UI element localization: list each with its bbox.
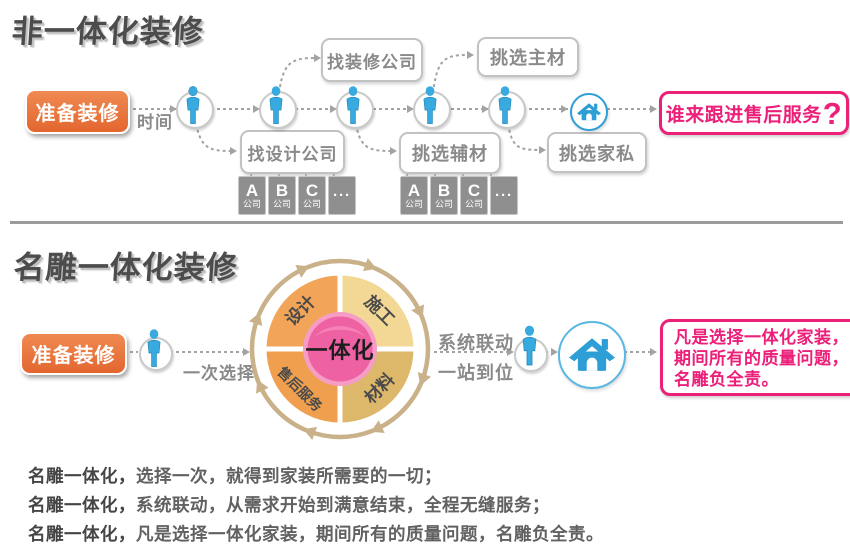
promise-line-1: 凡是选择一体化家装， — [674, 328, 849, 347]
company-letter: B — [275, 181, 289, 200]
slogan-lead: 名雕一体化， — [28, 466, 136, 486]
wheel-center — [307, 316, 373, 382]
person-icon — [522, 325, 537, 366]
time-label: 时间 — [137, 113, 173, 132]
start-box-top: 准备装修 — [25, 89, 130, 134]
slogan-line: 名雕一体化，选择一次，就得到家装所需要的一切； — [28, 462, 604, 491]
house-node — [570, 93, 608, 131]
question-mark: ? — [822, 95, 843, 131]
integration-wheel: 设计 施工 售后服务 材料 一体化 — [249, 258, 431, 440]
company-card-b: B 公司 — [430, 176, 458, 215]
person-icon — [269, 86, 283, 124]
promise-line-2: 期间所有的质量问题， — [674, 349, 849, 368]
wheel-outer-ring — [249, 258, 431, 440]
slogan-rest: 选择一次，就得到家装所需要的一切； — [136, 466, 442, 486]
slogan-lead: 名雕一体化， — [28, 495, 136, 515]
company-letter: C — [305, 181, 319, 200]
flow-box-find-decor-company: 找装修公司 — [321, 38, 423, 82]
company-suffix: 公司 — [434, 199, 453, 209]
start-box-top-label: 准备装修 — [35, 103, 120, 125]
company-suffix: 公司 — [242, 199, 261, 209]
person-icon — [423, 86, 437, 124]
company-card-c: C 公司 — [298, 176, 326, 215]
company-suffix: 公司 — [464, 199, 483, 209]
house-icon — [577, 103, 601, 121]
section-divider — [10, 221, 843, 224]
start-box-bottom: 准备装修 — [20, 332, 127, 375]
flow-box-pick-main-materials: 挑选主材 — [477, 37, 579, 77]
company-card-b: B 公司 — [268, 176, 296, 215]
company-card-a: A 公司 — [400, 176, 428, 215]
slogan-line: 名雕一体化，凡是选择一体化家装，期间所有的质量问题，名雕负全责。 — [28, 520, 604, 549]
slogan-rest: 凡是选择一体化家装，期间所有的质量问题，名雕负全责。 — [136, 524, 604, 544]
person-icon — [186, 86, 200, 124]
company-suffix: 公司 — [272, 199, 291, 209]
company-suffix: 公司 — [302, 199, 321, 209]
company-card-a: A 公司 — [238, 176, 266, 215]
start-box-bottom-label: 准备装修 — [31, 345, 116, 367]
company-suffix: 公司 — [404, 199, 423, 209]
after-sales-question-box: 谁来跟进售后服务 ? — [659, 91, 849, 135]
promise-line-3: 名雕负全责。 — [674, 370, 779, 389]
company-card-more: ··· — [490, 176, 518, 215]
flow-box-pick-aux-materials: 挑选辅材 — [399, 132, 501, 174]
wheel-dashed-ring — [262, 271, 418, 427]
slogan-line: 名雕一体化，系统联动，从需求开始到满意结束，全程无缝服务； — [28, 491, 604, 520]
quality-promise-box: 凡是选择一体化家装， 期间所有的质量问题， 名雕负全责。 — [660, 319, 850, 396]
person-icon — [346, 86, 360, 124]
house-node-large — [558, 321, 626, 389]
company-options-design: A 公司 B 公司 C 公司 ··· — [238, 176, 356, 215]
company-options-aux: A 公司 B 公司 C 公司 ··· — [400, 176, 518, 215]
person-icon — [498, 86, 512, 124]
once-choice-label: 一次选择 — [183, 364, 255, 383]
slogan-lead: 名雕一体化， — [28, 524, 136, 544]
company-card-more: ··· — [328, 176, 356, 215]
footer-slogans: 名雕一体化，选择一次，就得到家装所需要的一切； 名雕一体化，系统联动，从需求开始… — [28, 462, 604, 549]
slogan-rest: 系统联动，从需求开始到满意结束，全程无缝服务； — [136, 495, 550, 515]
flow-box-pick-furniture: 挑选家私 — [547, 132, 647, 173]
flow-box-find-design-company: 找设计公司 — [240, 130, 345, 174]
company-letter: C — [467, 181, 481, 200]
person-icon — [147, 329, 161, 367]
after-sales-question-text: 谁来跟进售后服务 — [665, 104, 822, 126]
company-letter: A — [407, 181, 421, 200]
company-letter: A — [245, 181, 259, 200]
wheel-center-label: 一体化 — [305, 338, 374, 363]
house-icon — [569, 338, 615, 371]
wheel-ring-arrows — [249, 258, 431, 440]
company-card-c: C 公司 — [460, 176, 488, 215]
one-stop-label: 一站到位 — [438, 363, 514, 383]
system-link-label: 系统联动 — [438, 333, 514, 353]
company-letter: B — [437, 181, 451, 200]
